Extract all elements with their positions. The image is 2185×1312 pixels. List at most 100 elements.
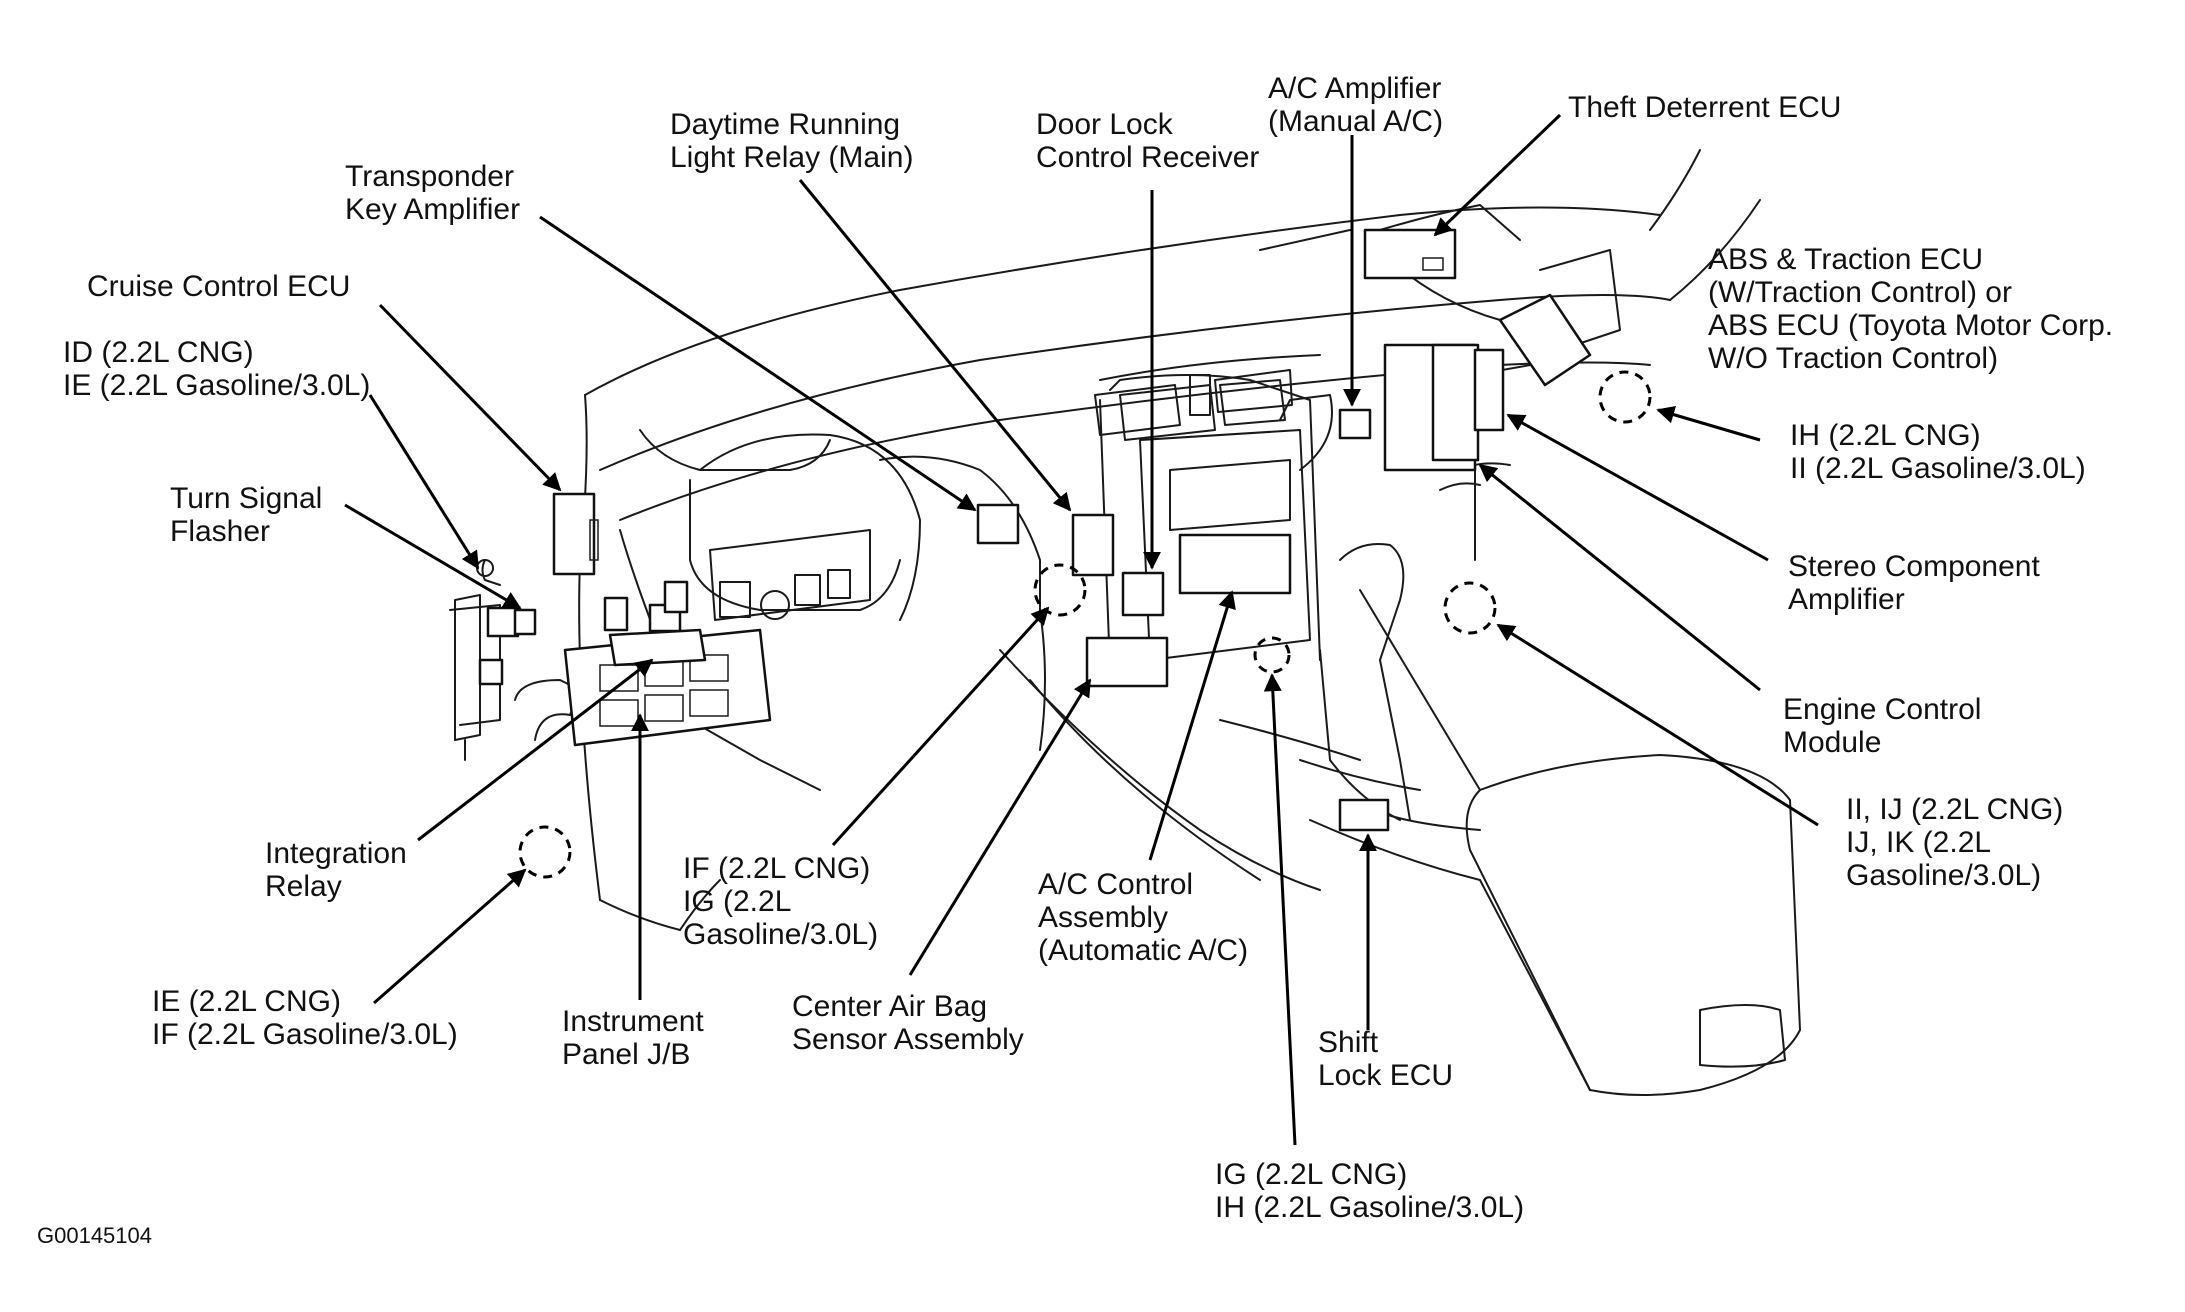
label-ie-if: IE (2.2L CNG)IF (2.2L Gasoline/3.0L) [152, 985, 458, 1051]
label-line: Engine Control [1783, 693, 1982, 726]
label-line: Gasoline/3.0L) [683, 918, 879, 951]
label-line: Lock ECU [1318, 1059, 1454, 1092]
label-ig-ih: IG (2.2L CNG)IH (2.2L Gasoline/3.0L) [1215, 1158, 1524, 1224]
leader-ecm [1478, 463, 1761, 692]
label-line: IG (2.2L CNG) [1215, 1158, 1408, 1191]
label-line: Cruise Control ECU [87, 270, 351, 303]
label-line: Flasher [170, 515, 271, 548]
label-line: Gasoline/3.0L) [1846, 859, 2042, 892]
label-line: Transponder [345, 160, 514, 193]
connector-markers [518, 370, 1652, 879]
label-line: IH (2.2L CNG) [1790, 419, 1981, 452]
label-line: A/C Control [1038, 868, 1194, 901]
label-line: A/C Amplifier [1268, 72, 1442, 105]
leader-lines [344, 113, 1819, 1146]
label-line: Assembly [1038, 901, 1169, 934]
leader-stereo [1506, 413, 1769, 562]
label-line: Theft Deterrent ECU [1568, 91, 1842, 124]
stereo-amplifier-box [1473, 348, 1505, 432]
label-line: IH (2.2L Gasoline/3.0L) [1215, 1191, 1525, 1224]
leader-ie-if [373, 868, 527, 1005]
leader-integration-relay [417, 658, 654, 842]
label-line: W/O Traction Control) [1708, 342, 1999, 375]
label-line: Panel J/B [562, 1038, 691, 1071]
label-line: (Automatic A/C) [1038, 934, 1249, 967]
junction-block [563, 580, 772, 747]
connector-ie-if [518, 825, 572, 879]
connector-if-ig [1033, 563, 1087, 617]
components [552, 228, 1592, 832]
leader-id-ie [368, 394, 480, 570]
label-line: IF (2.2L CNG) [683, 852, 871, 885]
ac-control-assembly-box [1178, 533, 1292, 595]
label-line: II (2.2L Gasoline/3.0L) [1790, 452, 2086, 485]
dashboard-outline [578, 149, 1801, 1096]
label-line: ABS & Traction ECU [1708, 243, 1984, 276]
label-line: Sensor Assembly [792, 1023, 1024, 1056]
label-line: Relay [265, 870, 342, 903]
label-id-ie: ID (2.2L CNG)IE (2.2L Gasoline/3.0L) [63, 336, 370, 402]
connector-ih-ii [1598, 370, 1652, 424]
label-line: (W/Traction Control) or [1708, 276, 2012, 309]
leader-drl [798, 179, 1072, 512]
label-cruise-control-ecu: Cruise Control ECU [87, 270, 350, 303]
leader-if-ig [831, 606, 1050, 847]
label-line: Stereo Component [1788, 550, 2040, 583]
label-abs-traction-ecu: ABS & Traction ECU(W/Traction Control) o… [1708, 243, 2113, 375]
leader-airbag [908, 678, 1092, 976]
label-line: Module [1783, 726, 1882, 759]
transponder-key-amplifier-box [976, 503, 1020, 545]
ac-amplifier-box [1338, 408, 1372, 440]
leader-transponder [539, 215, 977, 512]
figure-id: G00145104 [37, 1223, 152, 1248]
switch-cluster [719, 569, 851, 620]
leader-ih-ii [1656, 405, 1761, 442]
connector-ig-ih [1253, 636, 1291, 674]
label-line: Center Air Bag [792, 990, 988, 1023]
label-line: II, IJ (2.2L CNG) [1846, 793, 2064, 826]
label-line: Control Receiver [1036, 141, 1260, 174]
label-line: ABS ECU (Toyota Motor Corp. [1708, 309, 2114, 342]
label-line: IJ, IK (2.2L [1846, 826, 1992, 859]
label-line: Door Lock [1036, 108, 1173, 141]
label-line: IE (2.2L Gasoline/3.0L) [63, 369, 371, 402]
leader-cruise-control-ecu [378, 303, 562, 492]
leader-ii-ij-ik [1496, 623, 1819, 827]
leader-turn-signal [344, 503, 522, 610]
leader-ig-ih [1263, 673, 1297, 1146]
theft-deterrent-ecu-box [1363, 228, 1457, 280]
label-line: IG (2.2L [683, 885, 792, 918]
label-line: Amplifier [1788, 583, 1905, 616]
label-line: Daytime Running [670, 108, 901, 141]
door-lock-receiver-box [1121, 571, 1165, 617]
label-line: Turn Signal [170, 482, 323, 515]
label-line: Instrument [562, 1005, 704, 1038]
flasher-bracket [449, 559, 537, 761]
drl-relay-box [1071, 513, 1115, 577]
label-line: ID (2.2L CNG) [63, 336, 254, 369]
abs-ecu-box [1498, 293, 1592, 387]
label-line: Key Amplifier [345, 193, 521, 226]
shift-lock-ecu-box [1338, 798, 1390, 832]
connector-ii-ij-ik [1443, 581, 1497, 635]
label-line: Light Relay (Main) [670, 141, 914, 174]
leader-ac-control [1148, 590, 1236, 861]
center-vents [1094, 369, 1293, 436]
label-line: Integration [265, 837, 407, 870]
label-ac-amplifier: A/C Amplifier(Manual A/C) [1268, 72, 1443, 138]
label-line: IF (2.2L Gasoline/3.0L) [152, 1018, 458, 1051]
